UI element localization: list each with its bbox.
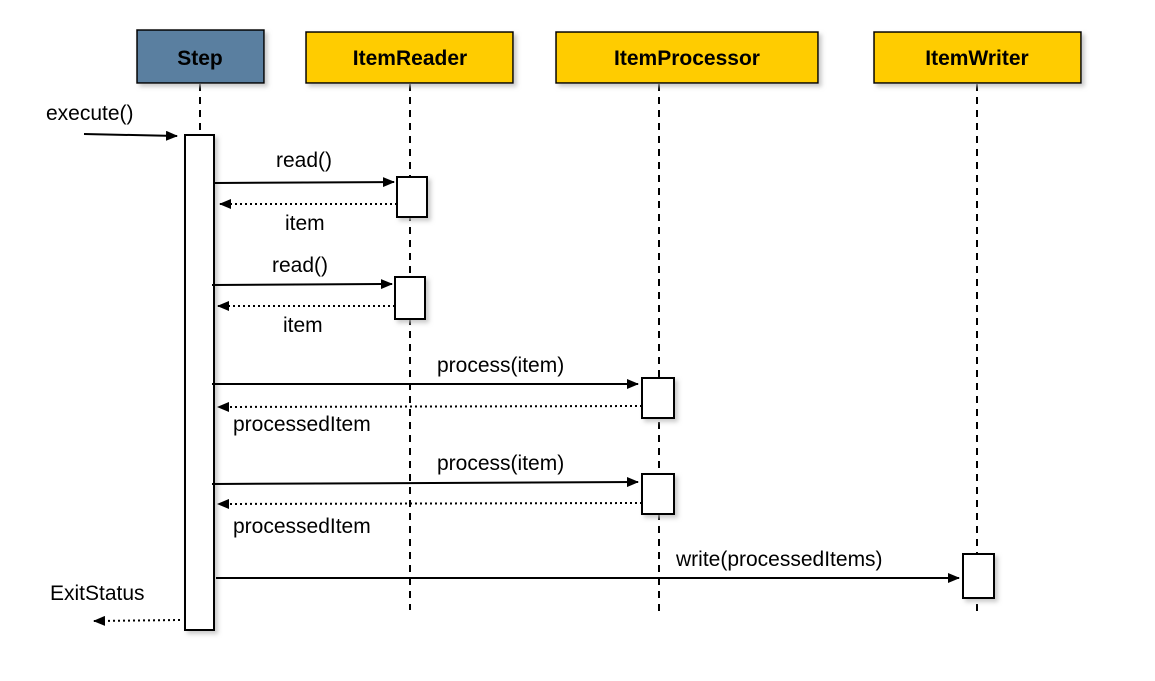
processed-item-label-1: processedItem [233,413,371,436]
writer-activation [962,553,995,599]
participant-step-label: Step [177,47,223,70]
processor-activation-2 [641,473,675,515]
read-label-1: read() [276,149,332,172]
participant-item-reader-label: ItemReader [353,47,467,70]
exit-status-label: ExitStatus [50,582,145,605]
participant-item-processor [555,31,819,84]
item-label-1: item [285,212,325,235]
participant-step [136,29,265,84]
execute-label: execute() [46,102,134,125]
step-activation [184,134,215,631]
processed-item-return-arrow-1 [217,401,643,412]
processed-item-return-arrow-2 [217,498,643,509]
reader-activation-2 [394,276,426,320]
process-arrow-2 [211,477,639,488]
participant-item-writer-label: ItemWriter [925,47,1028,70]
participant-item-reader-box [305,31,514,84]
participant-item-processor-label: ItemProcessor [614,47,760,70]
write-label: write(processedItems) [675,548,883,571]
participant-step-box [136,29,265,84]
process-label-1: process(item) [437,354,564,377]
participant-item-processor-box [555,31,819,84]
read-arrow-1 [213,177,395,188]
read-arrow-2 [211,279,393,290]
processor-activation-1 [641,377,675,419]
execute-arrow [83,130,178,141]
exit-status-return-arrow [93,615,181,626]
read-label-2: read() [272,254,328,277]
participant-item-writer-box [873,31,1082,84]
item-label-2: item [283,314,323,337]
process-label-2: process(item) [437,452,564,475]
reader-activation-1 [396,176,428,218]
participant-item-reader [305,31,514,84]
participant-item-writer [873,31,1082,84]
processed-item-label-2: processedItem [233,515,371,538]
